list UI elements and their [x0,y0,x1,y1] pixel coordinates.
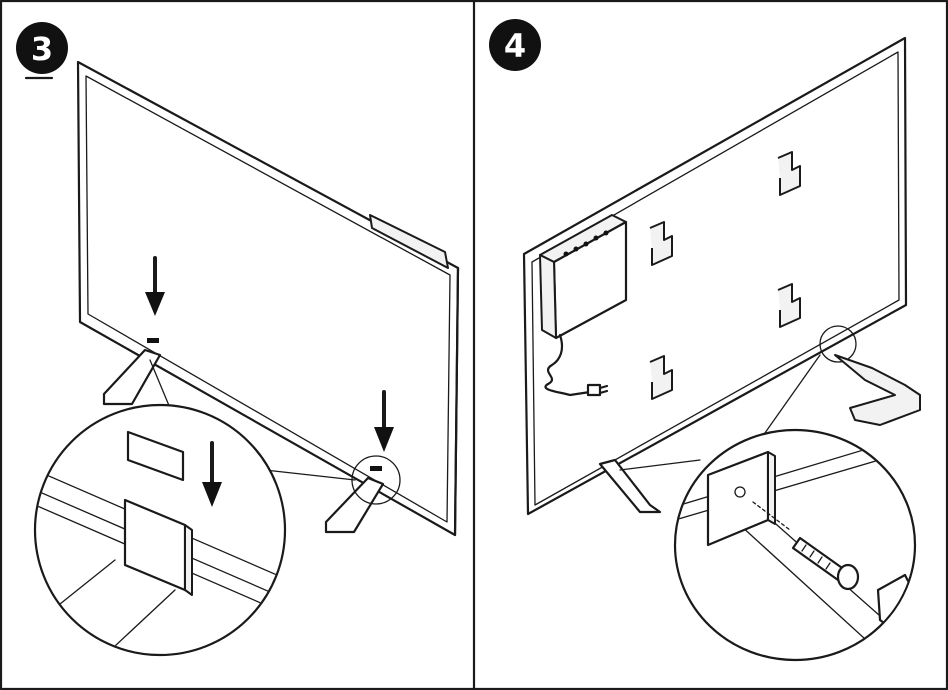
port [603,230,609,236]
callout-leader [619,459,701,471]
right-stand-slot [370,466,382,471]
port [563,251,569,257]
tv-back-edge [369,214,449,269]
insert-plate [126,430,185,482]
side-callout-circle [819,325,857,363]
connection-box [539,214,628,340]
tv-side-edge [453,266,460,537]
tv-back-outer [522,36,908,516]
arrow-down-icon [145,256,165,316]
tv-bezel-inner [85,75,451,523]
wall-mount-hook [777,151,801,196]
left-stand-foot [102,348,162,406]
callout-leader [759,354,821,441]
left-stand-slot [147,338,159,343]
screw-hole [734,486,746,498]
tv-panel-back [522,36,908,516]
tv-back-inner [531,51,900,506]
power-plug-icon [586,383,602,397]
power-cable [544,333,609,397]
port [583,241,589,247]
callout-leader [264,469,356,481]
step-4-badge: 4 [489,19,541,71]
right-stand-foot [324,476,385,534]
step-3-number: 3 [31,30,53,68]
port [573,246,579,252]
wall-mount-hook [649,221,673,266]
arrow-down-icon [202,441,222,507]
wall-mount-hook [777,283,801,328]
step-3-badge-circle [16,22,68,74]
right-stand [324,455,401,534]
port [593,235,599,241]
step-4-number: 4 [504,27,526,65]
side-stand-with-screwdriver [819,325,921,426]
detail-magnifier-stand-insert [33,403,287,657]
detail-magnifier-screw [673,428,917,662]
wall-mount-hook [649,355,673,400]
step-4-badge-circle [489,19,541,71]
back-stand [598,458,662,514]
step-4-panel: 4 [489,19,921,662]
left-stand [102,338,162,406]
back-stand-foot [598,458,662,514]
arrow-down-icon [374,390,394,452]
step-3-panel: 3 [16,22,460,657]
step-3-badge: 3 [16,22,68,80]
screw-icon [791,536,860,591]
screwdriver-icon [834,354,921,426]
tv-panel-front [76,60,460,537]
